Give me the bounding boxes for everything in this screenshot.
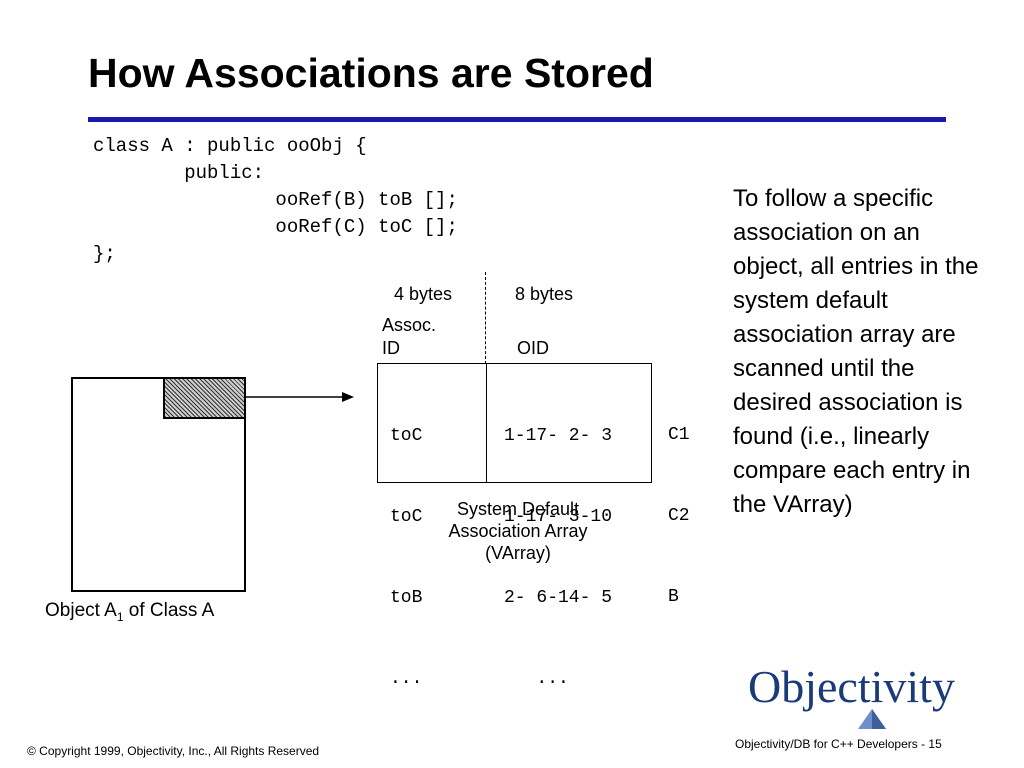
code-line: class A : public ooObj { bbox=[93, 135, 367, 157]
object-label-subscript: 1 bbox=[116, 609, 124, 624]
target-column: C1 C2 B bbox=[668, 368, 690, 638]
copyright-footer: © Copyright 1999, Objectivity, Inc., All… bbox=[27, 744, 320, 758]
arrow-head bbox=[342, 392, 354, 402]
code-line: public: bbox=[93, 162, 265, 184]
logo-triangle-icon bbox=[858, 709, 886, 729]
assoc-label-line1: Assoc. bbox=[382, 315, 437, 335]
table-target: B bbox=[668, 587, 679, 607]
caption-line: System Default bbox=[456, 499, 580, 519]
title-rule bbox=[88, 117, 946, 122]
table-cell-oid: ... bbox=[504, 669, 569, 689]
objectivity-logo: Objectivity bbox=[748, 661, 955, 712]
bytes-left-label: 4 bytes bbox=[394, 284, 453, 304]
table-target: C2 bbox=[668, 506, 690, 526]
object-label-prefix: Object A bbox=[45, 600, 117, 621]
table-target: C1 bbox=[668, 425, 690, 445]
course-footer: Objectivity/DB for C++ Developers - 15 bbox=[735, 737, 942, 751]
column-divider-dashed bbox=[485, 272, 486, 364]
slide-title: How Associations are Stored bbox=[88, 50, 654, 96]
assoc-label-line2: ID bbox=[382, 338, 400, 358]
caption-line: Association Array bbox=[448, 521, 588, 541]
code-line: ooRef(B) toB []; bbox=[93, 189, 458, 211]
object-a1-box bbox=[71, 377, 246, 592]
table-cell-oid: 1-17- 2- 3 bbox=[504, 426, 613, 446]
object-label: Object A1 of Class A bbox=[45, 600, 214, 624]
oid-column: 1-17- 2- 3 1-17- 3-10 2- 6-14- 5 ... bbox=[504, 369, 612, 747]
association-slot-hatched bbox=[163, 377, 246, 419]
table-cell-oid: 2- 6-14- 5 bbox=[504, 588, 613, 608]
pointer-arrow-icon bbox=[246, 392, 354, 402]
table-column-divider bbox=[486, 364, 487, 482]
array-caption: System Default Association Array (VArray… bbox=[430, 498, 606, 564]
code-line: ooRef(C) toC []; bbox=[93, 216, 458, 238]
table-cell-oid: 1-17- 3-10 bbox=[504, 507, 613, 527]
assoc-id-column: toC toC toB ... bbox=[390, 369, 433, 747]
code-block: class A : public ooObj { public: ooRef(B… bbox=[93, 133, 458, 268]
oid-label: OID bbox=[517, 338, 550, 358]
caption-line: (VArray) bbox=[485, 543, 551, 563]
association-array-table: toC toC toB ... 1-17- 2- 3 1-17- 3-10 2-… bbox=[377, 363, 652, 689]
table-cell-assoc: toC bbox=[390, 507, 423, 527]
object-label-suffix: of Class A bbox=[123, 600, 215, 621]
table-cell-assoc: ... bbox=[390, 669, 423, 689]
table-cell-assoc: toB bbox=[390, 588, 423, 608]
bytes-right-label: 8 bytes bbox=[515, 284, 574, 304]
code-line: }; bbox=[93, 243, 116, 265]
logo-triangle-shade bbox=[872, 709, 886, 729]
explanation-text: To follow a specific association on an o… bbox=[733, 185, 979, 518]
table-cell-assoc: toC bbox=[390, 426, 423, 446]
